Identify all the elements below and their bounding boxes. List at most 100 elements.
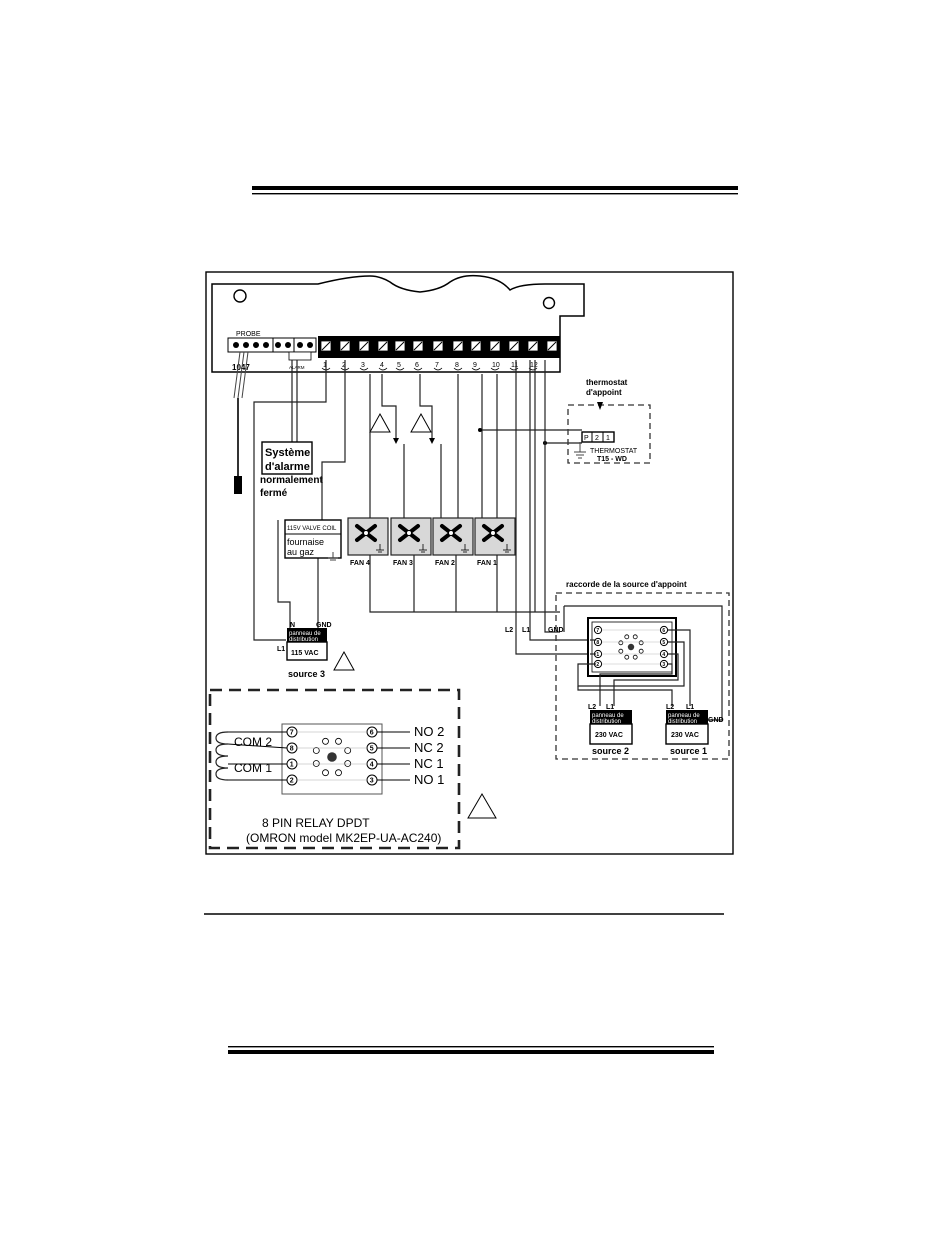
wire-label-l1-s3: L1 xyxy=(277,646,285,653)
fans: FAN 4 FAN 3 FAN 2 FAN 1 xyxy=(347,517,516,567)
source2-box xyxy=(589,723,633,745)
screw-slot xyxy=(453,341,463,351)
screw-slot xyxy=(413,341,423,351)
source3-voltage: 115 VAC xyxy=(291,650,319,657)
relay-socket-hole xyxy=(335,737,342,745)
wire-label-gnd-s1: GND xyxy=(708,717,724,724)
terminal-jumper xyxy=(433,367,443,371)
screw-slot xyxy=(509,341,519,351)
wire-label-l2-s2: L2 xyxy=(588,704,596,711)
ground-icon xyxy=(503,544,511,553)
terminal-number: 12 xyxy=(530,362,538,369)
source1-voltage: 230 VAC xyxy=(671,732,699,739)
valve-coil-box xyxy=(284,519,342,559)
terminal-number: 3 xyxy=(361,362,365,369)
terminal-jumper xyxy=(490,367,500,371)
source3-box xyxy=(286,641,328,661)
screw-slot xyxy=(321,341,331,351)
screw-slot xyxy=(490,341,500,351)
ground-icon xyxy=(376,544,384,553)
model-number: 1047 xyxy=(232,363,250,372)
terminal-number: 9 xyxy=(473,362,477,369)
relay-pin-number: 1 xyxy=(290,762,294,769)
relay-socket-hole xyxy=(322,769,329,777)
relay-pin xyxy=(659,637,669,647)
terminal-jumper xyxy=(359,367,369,371)
thermostat-wiring xyxy=(478,360,590,655)
relay-nc2: NC 2 xyxy=(414,740,444,755)
relay-socket-hole xyxy=(335,769,342,777)
fan-unit: FAN 1 xyxy=(474,517,516,567)
screw-slot xyxy=(359,341,369,351)
source1-name: source 1 xyxy=(670,746,707,756)
terminal-screws xyxy=(320,340,558,352)
wire-label-l1-s1: L1 xyxy=(686,704,694,711)
relay-socket-hole xyxy=(618,648,624,654)
relay-arrow-left xyxy=(369,374,399,444)
source3-panel-header xyxy=(287,628,327,642)
top-rule xyxy=(252,186,738,195)
relay-pin xyxy=(659,659,669,669)
screw-slot xyxy=(547,341,557,351)
fan-label: FAN 3 xyxy=(393,560,413,567)
relay-pin xyxy=(593,625,603,635)
screw-slot xyxy=(528,341,538,351)
fan-icon xyxy=(440,524,462,542)
alarm-title-2: d'alarme xyxy=(265,461,310,473)
relay-socket-hole xyxy=(632,634,638,640)
relay-pin-number: 4 xyxy=(662,652,665,658)
thermostat-term-p: P xyxy=(584,435,589,442)
source1-panel-header xyxy=(666,710,708,724)
relay-socket-hole xyxy=(624,654,630,660)
relay-caption-1: 8 PIN RELAY DPDT xyxy=(262,816,370,830)
relay-pin-number: 5 xyxy=(662,640,665,646)
figure-frame xyxy=(205,271,734,855)
wire-label-l2: L2 xyxy=(505,627,513,634)
screw-slot xyxy=(378,341,388,351)
relay-key xyxy=(627,643,635,651)
source2-name: source 2 xyxy=(592,746,629,756)
relay-arrow-right xyxy=(410,374,435,444)
wire-label-n: N xyxy=(290,622,295,629)
terminal-number: 6 xyxy=(415,362,419,369)
relay-socket-hole xyxy=(312,760,320,767)
terminal-jumper xyxy=(509,367,519,371)
wire-label-l1-s2: L1 xyxy=(606,704,614,711)
relay-pin-number: 6 xyxy=(370,730,374,737)
fan-icon xyxy=(482,524,504,542)
relay-no2: NO 2 xyxy=(414,724,444,739)
relay-socket-hole xyxy=(638,648,644,654)
fan-label: FAN 2 xyxy=(435,560,455,567)
source-relay-wiring xyxy=(563,605,723,721)
fan-icon xyxy=(398,524,420,542)
alarm-title-1: Système xyxy=(265,447,310,459)
valve-line-1: fournaise xyxy=(287,537,324,547)
ground-icon xyxy=(461,544,469,553)
relay-pin-number: 7 xyxy=(596,628,599,634)
wire-label-gnd-s3: GND xyxy=(316,622,332,629)
fan-wiring xyxy=(369,374,560,613)
relay-pin-number: 8 xyxy=(290,746,294,753)
valve-wiring xyxy=(253,360,346,641)
warning-triangle-large-icon xyxy=(467,793,497,819)
relay-com1: COM 1 xyxy=(234,761,272,775)
source3-panel-line1: panneau de xyxy=(289,631,321,637)
relay-socket-hole xyxy=(632,654,638,660)
fan-label: FAN 4 xyxy=(350,560,370,567)
probe-label: PROBE xyxy=(236,331,261,338)
terminal-number: 2 xyxy=(342,362,346,369)
alarm-wiring xyxy=(291,360,298,442)
terminal-number: 10 xyxy=(492,362,500,369)
warning-triangle-icon xyxy=(333,650,355,671)
relay-pin-number: 4 xyxy=(370,762,374,769)
wire-label-l1: L1 xyxy=(522,627,530,634)
relay-socket-hole xyxy=(344,760,352,767)
source2-panel-line1: panneau de xyxy=(592,713,624,719)
relay-legend-dashed-box xyxy=(208,688,461,850)
relay-no1: NO 1 xyxy=(414,772,444,787)
wire-label-l2-s1: L2 xyxy=(666,704,674,711)
fan-icon xyxy=(355,524,377,542)
source2-voltage: 230 VAC xyxy=(595,732,623,739)
